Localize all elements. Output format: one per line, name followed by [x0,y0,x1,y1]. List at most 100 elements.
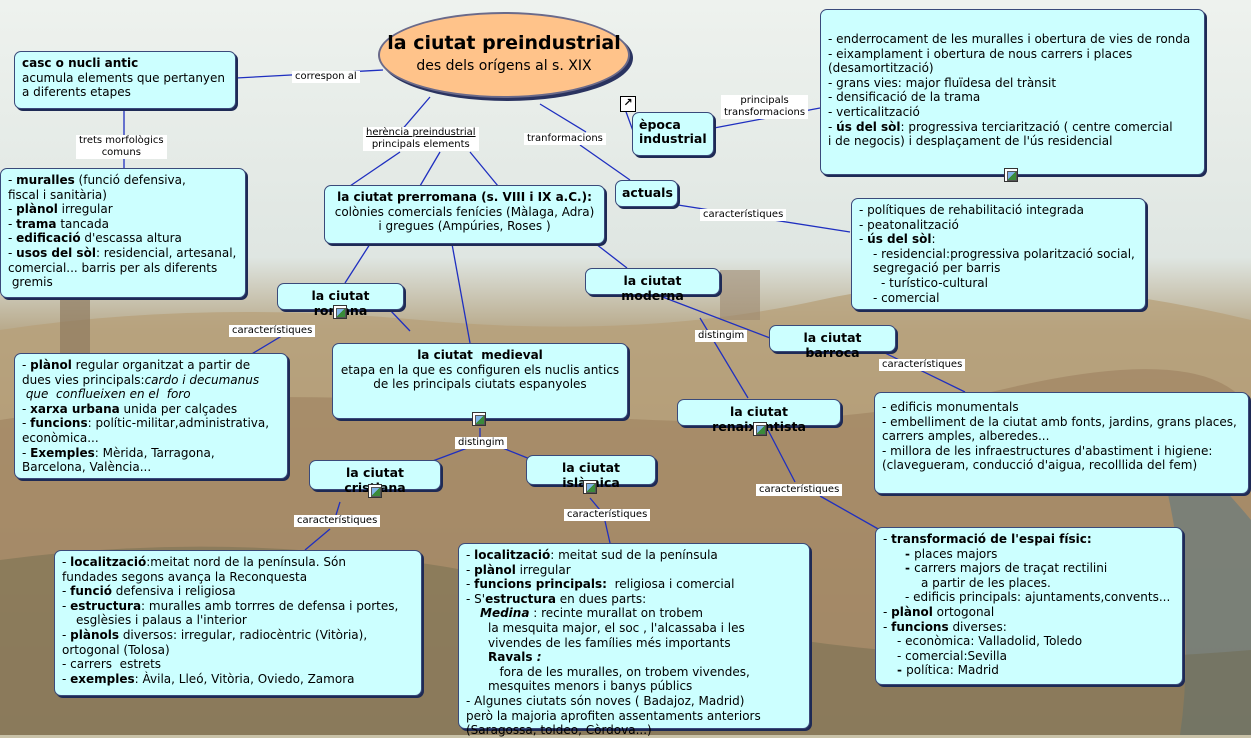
picture-icon[interactable] [368,484,382,498]
epoca-line-1: - enderrocament de les muralles i obertu… [828,32,1191,46]
islamica-line-10: - Algunes ciutats són noves ( Badajoz, M… [466,693,745,708]
medieval-line-1: etapa en la que es configuren els nuclis… [340,362,620,377]
medieval-line-2: de les principals ciutats espanyoles [373,377,587,392]
actuals-line-5: segregació per barris [873,261,1001,276]
barroca-line-3: carrers amples, alberedes... [882,429,1050,444]
epoca-line-7: - ús del sòl: progressiva terciarització… [828,119,1173,134]
romana-line-5: - funcions: polític-militar,administrati… [22,416,270,431]
link-label-caract-renaix: característiques [756,484,843,496]
node-romana-caracteristiques[interactable]: - plànol regular organitzat a partir de … [14,353,288,479]
picture-icon[interactable] [333,305,347,319]
link-label-caract-romana: característiques [229,325,316,337]
epoca-line-2: - eixamplament i obertura de nous carrer… [828,46,1133,61]
romana-line-6: econòmica... [22,430,99,445]
trets-line-8: gremis [8,275,53,290]
actuals-line-7: - comercial [873,290,940,305]
node-ciutat-medieval[interactable]: la ciutat medieval etapa en la que es co… [332,343,628,419]
actuals-line-2: - peatonalització [859,217,959,232]
cristiana-line-4: - estructura: muralles amb torrres de de… [62,598,399,613]
shortcut-arrow-icon[interactable]: ↗ [620,96,636,112]
renaix-line-9: - comercial:Sevilla [897,648,1007,663]
islamica-line-12: (Saragossa, toldeo, Còrdova...) [466,723,652,738]
picture-icon[interactable] [1004,168,1018,182]
node-ciutat-prerromana[interactable]: la ciutat prerromana (s. VIII i IX a.C.)… [324,185,605,244]
barroca-line-2: - embelliment de la ciutat amb fonts, ja… [882,414,1237,429]
root-node[interactable]: la ciutat preindustrial des dels orígens… [378,12,630,98]
trets-line-7: comercial... barris per als diferents [8,260,218,275]
nucli-line-2: a diferents etapes [22,85,131,100]
trets-line-1: - muralles (funció defensiva, [8,173,186,187]
renaix-line-4: a partir de les places. [921,575,1051,590]
cristiana-line-5: esglèsies i palaus a l'interior [76,613,247,628]
node-actuals-caracteristiques[interactable]: - polítiques de rehabilitació integrada … [851,198,1146,310]
nucli-title: casc o nucli antic [22,56,139,70]
barroca-line-5: (clavegueram, conducció d'aigua, recolll… [882,458,1198,473]
renaix-line-2: - places majors [905,546,998,561]
islamica-line-11: però la majoria aprofiten assentaments a… [466,708,761,723]
epoca-line-6: - verticalització [828,104,920,119]
actuals-line-4: - residencial:progressiva polarització s… [873,246,1135,261]
cristiana-line-8: - carrers estrets [62,657,162,672]
cristiana-line-1: - localització:meitat nord de la penínsu… [62,555,346,569]
romana-line-2: dues vies principals:cardo i decumanus [22,372,260,387]
node-renaixentista-caracteristiques[interactable]: - transformació de l'espai físic: - plac… [875,527,1183,685]
link-label-distingim-moderna: distingim [695,330,748,342]
prerromana-line-2: i gregues (Ampúries, Roses ) [378,219,551,234]
trets-line-4: - trama tancada [8,216,109,231]
node-epoca-transformacions[interactable]: - enderrocament de les muralles i obertu… [820,9,1205,175]
prerromana-line-1: colònies comercials fenícies (Màlaga, Ad… [334,204,595,219]
renaix-line-6: - plànol ortogonal [883,604,995,619]
node-cristiana-caracteristiques[interactable]: - localització:meitat nord de la penínsu… [54,550,422,696]
romana-line-7: - Exemples: Mèrida, Tarragona, [22,445,215,460]
renaix-line-3: - carrers majors de traçat rectilini [905,561,1108,576]
node-epoca-industrial[interactable]: època industrial [632,112,714,156]
islamica-line-9: mesquites menors i banys públics [488,679,693,694]
epoca-line-5: - densificació de la trama [828,90,981,105]
romana-line-3: que conflueixen en el foro [22,387,191,402]
picture-icon[interactable] [583,480,597,494]
actuals-line-1: - polítiques de rehabilitació integrada [859,203,1084,217]
epoca-line-3: (desamortització) [828,61,934,76]
link-label-caract-actuals: característiques [700,209,787,221]
trets-line-6: - usos del sòl: residencial, artesanal, [8,245,237,260]
islamica-line-3: - funcions principals: religiosa i comer… [466,577,735,592]
islamica-line-6: la mesquita major, el soc , l'alcassaba … [488,620,745,635]
renaix-line-5: - edificis principals: ajuntaments,conve… [905,590,1171,605]
link-label-transformacions: tranformacions [524,133,606,145]
node-actuals[interactable]: actuals [615,180,678,207]
node-trets-comuns[interactable]: - muralles (funció defensiva, fiscal i s… [0,168,246,298]
trets-line-3: - plànol irregular [8,202,113,217]
islamica-line-8: Ravals : fora de les muralles, on trobem… [488,650,750,679]
epoca-line-8: i de negocis) i desplaçament de l'ús res… [828,134,1113,149]
link-label-distingim-medieval: distingim [455,437,508,449]
node-ciutat-barroca[interactable]: la ciutat barroca [769,325,896,359]
romana-line-4: - xarxa urbana unida per calçades [22,401,238,416]
romana-line-8: Barcelona, València... [22,460,152,475]
node-ciutat-moderna[interactable]: la ciutat moderna [585,268,720,302]
node-nucli-antic[interactable]: casc o nucli antic acumula elements que … [14,51,236,109]
renaix-line-7: - funcions diverses: [883,619,1007,634]
link-label-caract-islamica: característiques [564,509,651,521]
renaix-line-8: - econòmica: Valladolid, Toledo [897,634,1083,649]
cristiana-line-2: fundades segons avança la Reconquesta [62,569,308,584]
node-barroca-caracteristiques[interactable]: - edificis monumentals - embelliment de … [874,392,1249,494]
link-label-caract-barroca: característiques [879,359,966,371]
renaix-line-1: - transformació de l'espai físic: [883,532,1092,546]
romana-line-1: - plànol regular organitzat a partir de [22,358,251,372]
epoca-line-4: - grans vies: major fluïdesa del trànsit [828,75,1057,90]
node-islamica-caracteristiques[interactable]: - localització: meitat sud de la penínsu… [458,543,810,737]
picture-icon[interactable] [472,412,486,426]
islamica-line-7: vivendes de les famílies més importants [488,635,731,650]
renaix-line-10: - política: Madrid [897,663,999,678]
nucli-line-1: acumula elements que pertanyen [22,70,226,85]
actuals-line-3: - ús del sòl: [859,232,936,247]
barroca-line-1: - edificis monumentals [882,400,1019,414]
picture-icon[interactable] [753,422,767,436]
islamica-line-2: - plànol irregular [466,562,571,577]
barroca-line-4: - millora de les infraestructures d'abas… [882,443,1213,458]
root-subtitle: des dels orígens al s. XIX [416,58,592,74]
cristiana-line-3: - funció defensiva i religiosa [62,584,236,599]
cristiana-line-6: - plànols diversos: irregular, radiocènt… [62,627,368,642]
